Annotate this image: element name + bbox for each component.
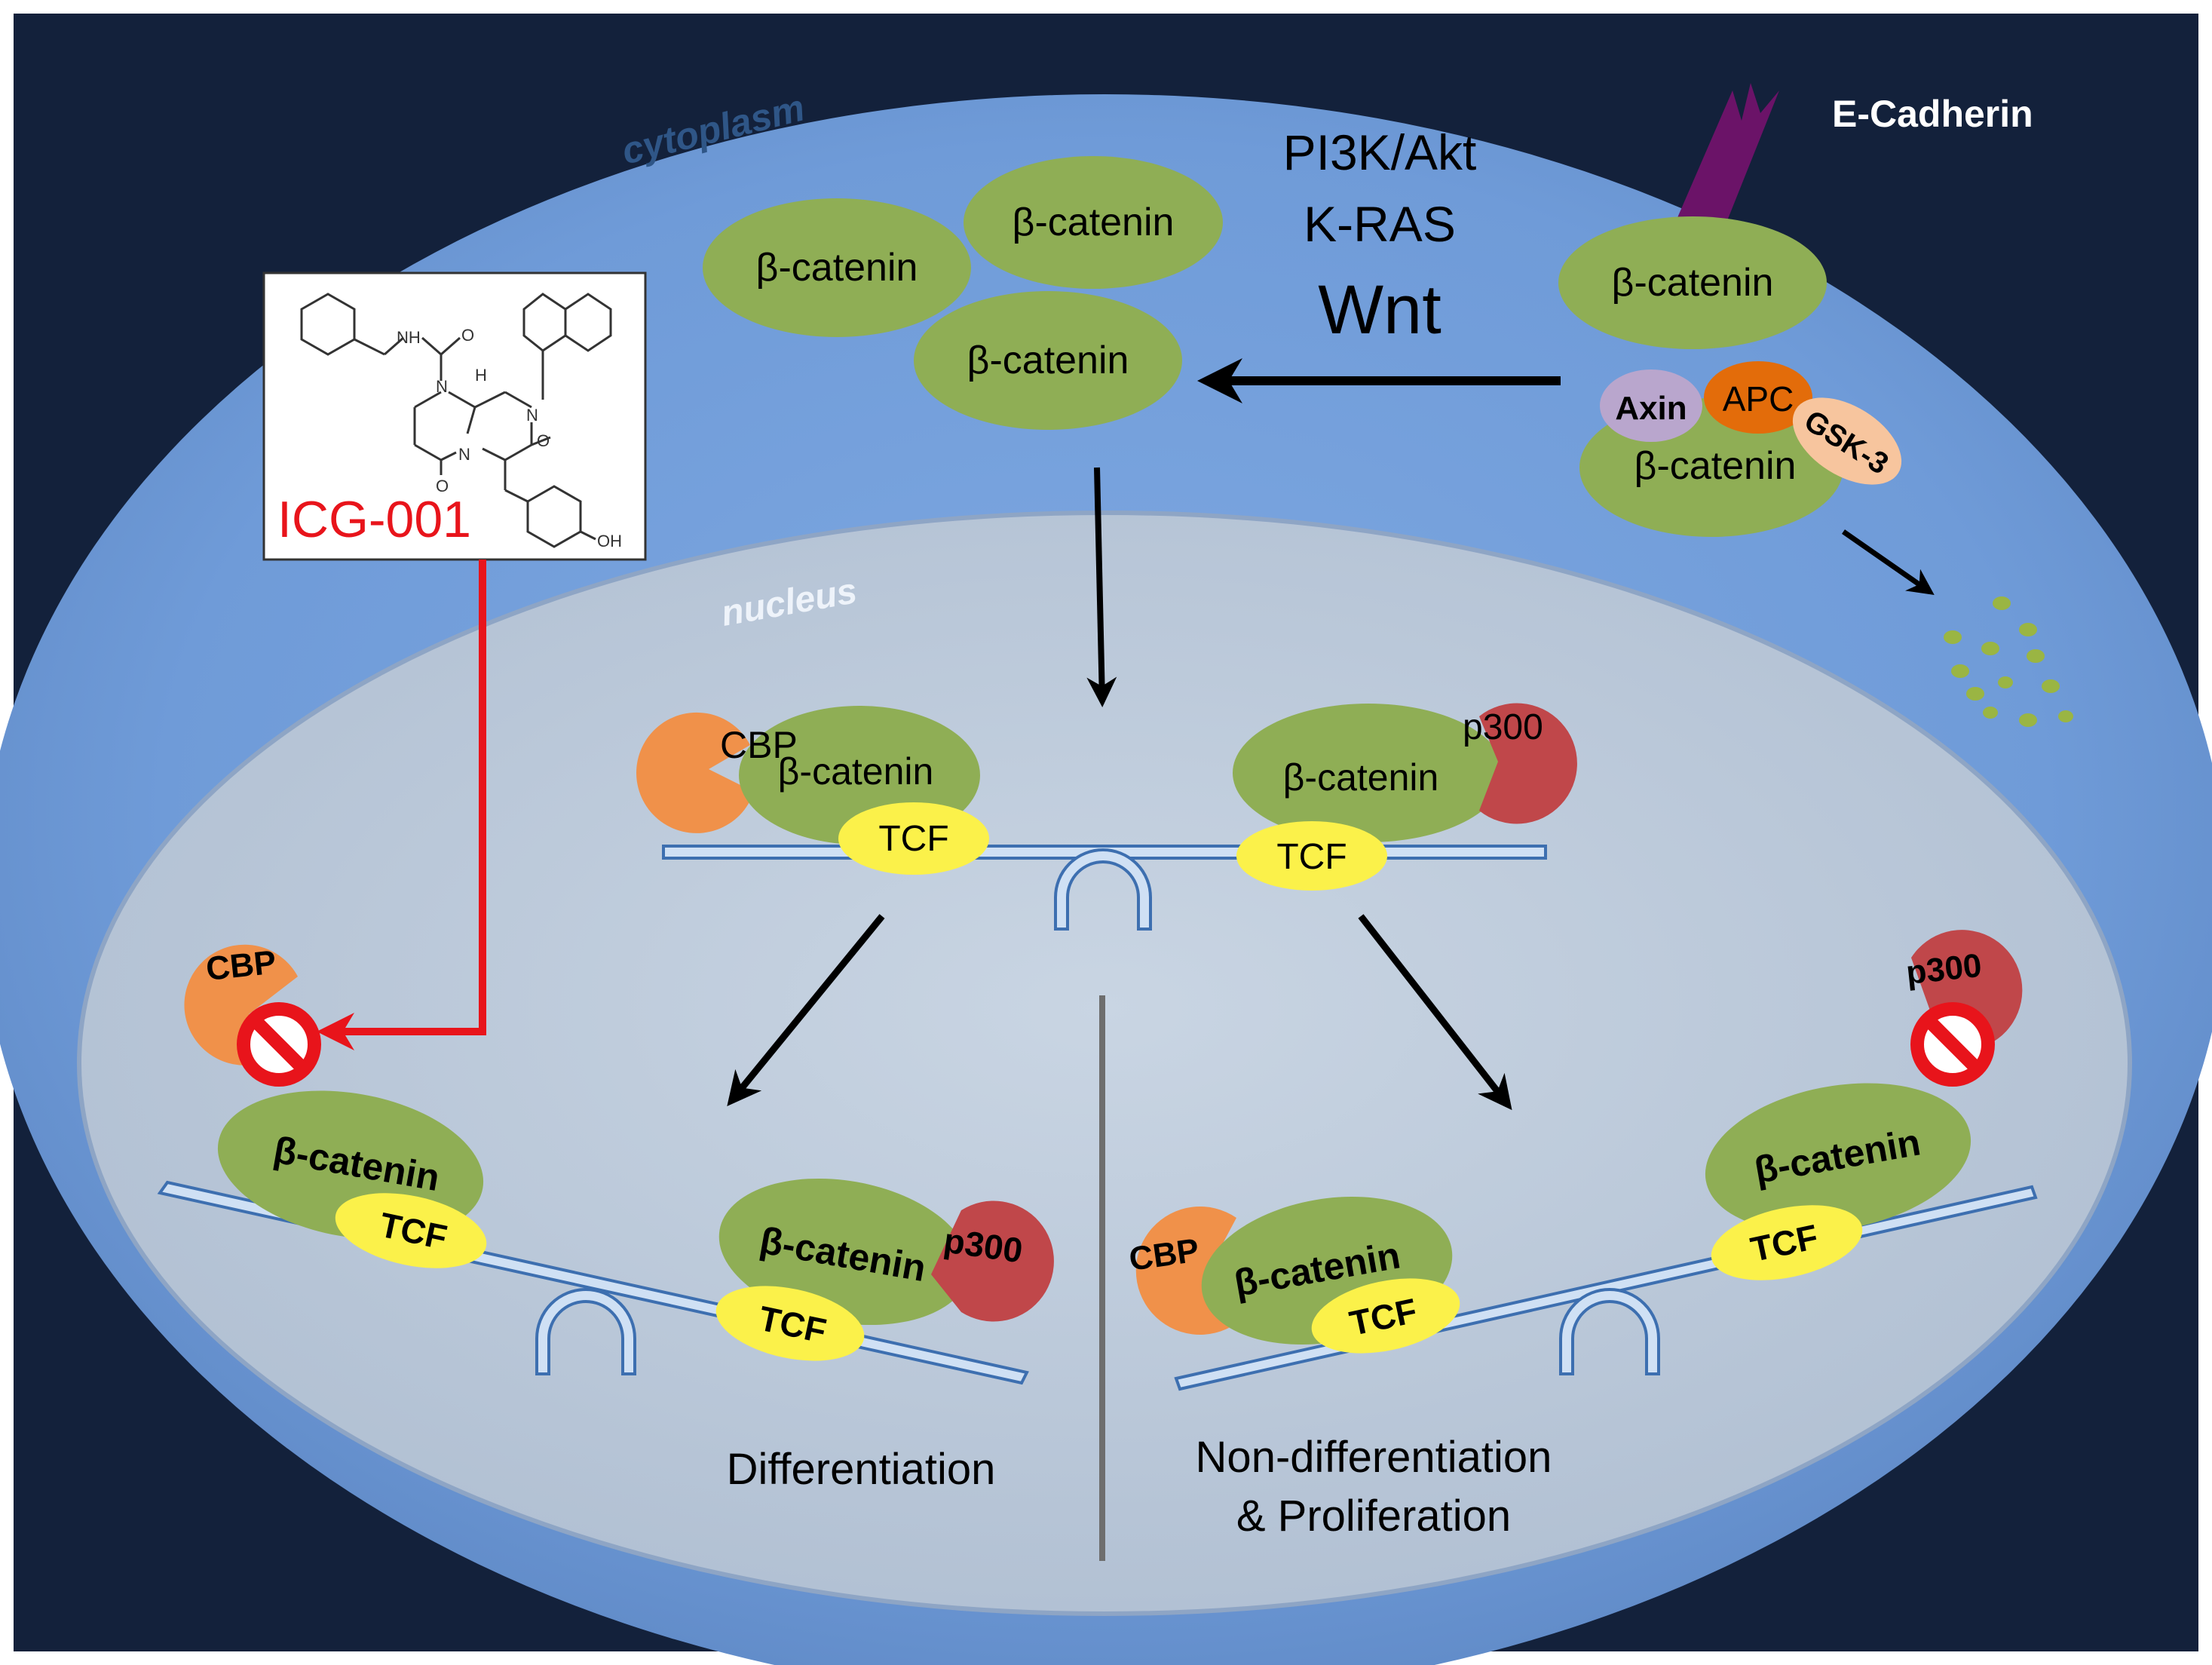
beta-catenin-tcf-complex-left: β-catenin TCF [217,1090,487,1268]
fulcrum [1559,1288,1660,1375]
cytoplasmic-beta-catenin-1: β-catenin [703,198,971,337]
p300-label: p300 [1904,947,1984,992]
wnt-label: Wnt [1318,271,1441,348]
differentiation-arrow [727,914,885,1106]
tcf-protein [838,802,989,875]
inhibited-p300: p300 [1904,930,2023,1087]
p300-label: p300 [1463,707,1543,747]
beta-catenin-label: β-catenin [778,750,934,793]
beta-catenin-tcf-complex-right: β-catenin TCF [1705,1083,1971,1280]
beta-catenin-label: β-catenin [1013,201,1175,244]
atom-h: H [475,366,487,385]
membrane-beta-catenin: β-catenin [1558,216,1827,349]
prohibition-icon [1910,1002,1995,1087]
apc-label: APC [1723,379,1794,419]
axin-label: Axin [1615,390,1687,427]
cbp-label: CBP [720,724,798,766]
fulcrum [535,1288,636,1375]
nuclear-translocation-arrow [1086,467,1117,707]
atom-o-carbonyl: O [461,326,474,345]
cbp-beta-catenin-tcf-complex: CBP β-catenin TCF [1127,1197,1460,1354]
proliferation-label: & Proliferation [1236,1492,1511,1541]
degradation-arrow [1842,529,1935,595]
prohibition-icon [237,1002,321,1087]
pi3k-akt-label: PI3K/Akt [1283,124,1477,180]
beta-catenin-label: β-catenin [967,339,1129,382]
icg-001-structure-box: NH O N H N O N O OH ICG-001 [262,271,647,561]
tcf-protein [1236,821,1387,891]
atom-o-ring: O [537,431,550,450]
atom-o-bottom: O [436,477,449,495]
atom-n2: N [526,406,538,425]
tcf-protein [335,1193,487,1268]
apc-protein [1704,361,1812,434]
atom-n3: N [458,445,470,464]
tcf-label: TCF [1276,837,1347,877]
destruction-complex: β-catenin Axin APC GSK-3 [1579,361,1902,537]
differentiation-label: Differentiation [727,1445,996,1494]
fulcrum [1054,848,1152,931]
cytoplasmic-beta-catenin-3: β-catenin [914,291,1182,430]
tcf-protein [715,1286,865,1361]
p300-protein [1479,703,1577,824]
beta-catenin-label: β-catenin [756,246,918,290]
tcf-protein [1711,1205,1863,1280]
cytoplasmic-beta-catenin-2: β-catenin [964,156,1223,289]
tcf-label: TCF [878,819,948,859]
atom-nh: NH [397,328,421,347]
beta-catenin-label: β-catenin [1634,444,1797,488]
e-cadherin-receptor [1674,83,1779,241]
p300-beta-catenin-complex: p300 β-catenin TCF [1233,703,1577,891]
icg-001-label: ICG-001 [277,491,471,548]
cbp-protein [636,712,754,833]
axin-protein [1600,369,1702,442]
degraded-beta-catenin-fragments [1944,596,2073,727]
icg-001-inhibition-arrow [317,560,486,1050]
beta-catenin-label: β-catenin [1283,756,1439,799]
k-ras-label: K-RAS [1304,196,1456,252]
cbp-beta-catenin-complex: CBP β-catenin TCF [636,706,989,875]
inhibited-cbp: CBP [184,944,321,1087]
beta-catenin-label: β-catenin [1612,261,1774,305]
atom-oh: OH [597,532,622,550]
p300-protein [931,1200,1054,1322]
icg-001-skeletal-structure [300,293,612,548]
beta-catenin-p300-tcf-complex: p300 β-catenin TCF [715,1178,1054,1361]
e-cadherin-label: E-Cadherin [1832,93,2033,135]
tcf-protein [1311,1278,1460,1354]
atom-n1: N [436,377,448,396]
proliferation-arrow [1358,914,1512,1111]
gsk3-protein [1792,397,1902,485]
cbp-label: CBP [204,944,278,988]
non-differentiation-label: Non-differentiation [1196,1433,1552,1482]
